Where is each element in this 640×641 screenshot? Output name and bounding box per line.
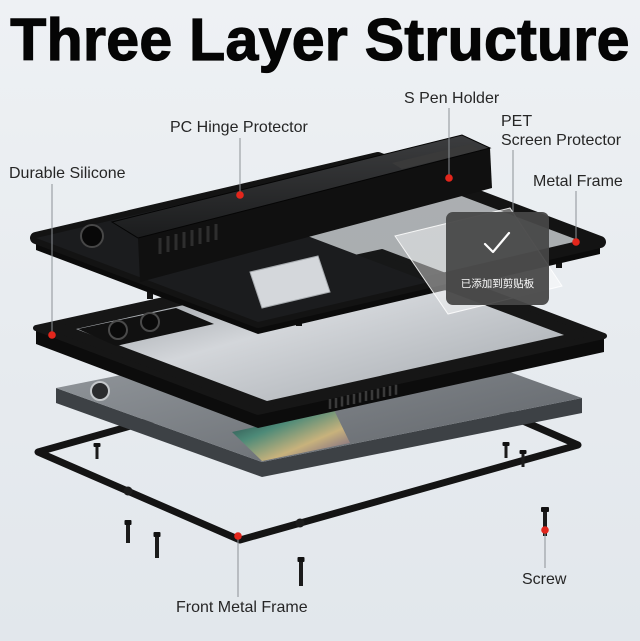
pc-hinge-protector-label: PC Hinge Protector — [170, 119, 308, 136]
screw — [502, 442, 510, 458]
screw — [541, 507, 549, 536]
callout-dots — [48, 174, 580, 540]
screen-protector-label-line: Screen Protector — [501, 132, 622, 149]
callout-dot-silicone — [48, 331, 56, 339]
checkmark-icon — [483, 231, 511, 254]
callout-dot-pc-hinge — [236, 191, 244, 199]
callout-leaders — [51, 108, 577, 597]
side-grip-ribs — [328, 384, 398, 409]
camera-ring-icon — [108, 320, 128, 340]
durable-silicone-label: Durable Silicone — [9, 165, 126, 182]
hinge-front-face — [138, 148, 492, 282]
pet-screen-protector-label: PET Screen Protector — [501, 112, 621, 150]
phone-side — [56, 388, 582, 477]
camera-ring-icon — [140, 312, 160, 332]
callout-dot-front-metal-frame — [234, 532, 242, 540]
screw — [297, 557, 305, 586]
hinge-grip-ribs — [158, 224, 218, 254]
toast-message: 已添加到剪贴板 — [460, 278, 535, 290]
camera-ring-icon — [80, 224, 104, 248]
screw — [93, 443, 101, 459]
phone-inner-screen — [232, 410, 350, 461]
kickstand-plate — [249, 255, 331, 309]
screws — [93, 442, 549, 586]
screw — [519, 450, 527, 467]
clipboard-toast: 已添加到剪贴板 — [446, 212, 549, 305]
screw — [153, 532, 161, 558]
metal-frame-label: Metal Frame — [533, 173, 623, 190]
callout-dot-s-pen — [445, 174, 453, 182]
silicone-case-side-wall — [36, 328, 604, 428]
callout-dot-screw — [541, 526, 549, 534]
screw-label: Screw — [522, 571, 567, 588]
s-pen-slot — [392, 144, 480, 169]
pet-label-line: PET — [501, 113, 533, 130]
s-pen-holder-label: S Pen Holder — [404, 90, 500, 107]
page-title: Three Layer Structure — [10, 7, 630, 73]
frame-screw-boss — [295, 518, 305, 528]
callout-dot-metal-frame — [572, 238, 580, 246]
front-metal-frame-label: Front Metal Frame — [176, 599, 308, 616]
frame-screw-boss — [123, 486, 133, 496]
screw — [124, 520, 132, 543]
silicone-case-glass — [76, 263, 564, 401]
hinge-protector — [110, 134, 492, 282]
phone-camera-lens — [90, 381, 110, 401]
hinge-top-face — [110, 134, 492, 239]
